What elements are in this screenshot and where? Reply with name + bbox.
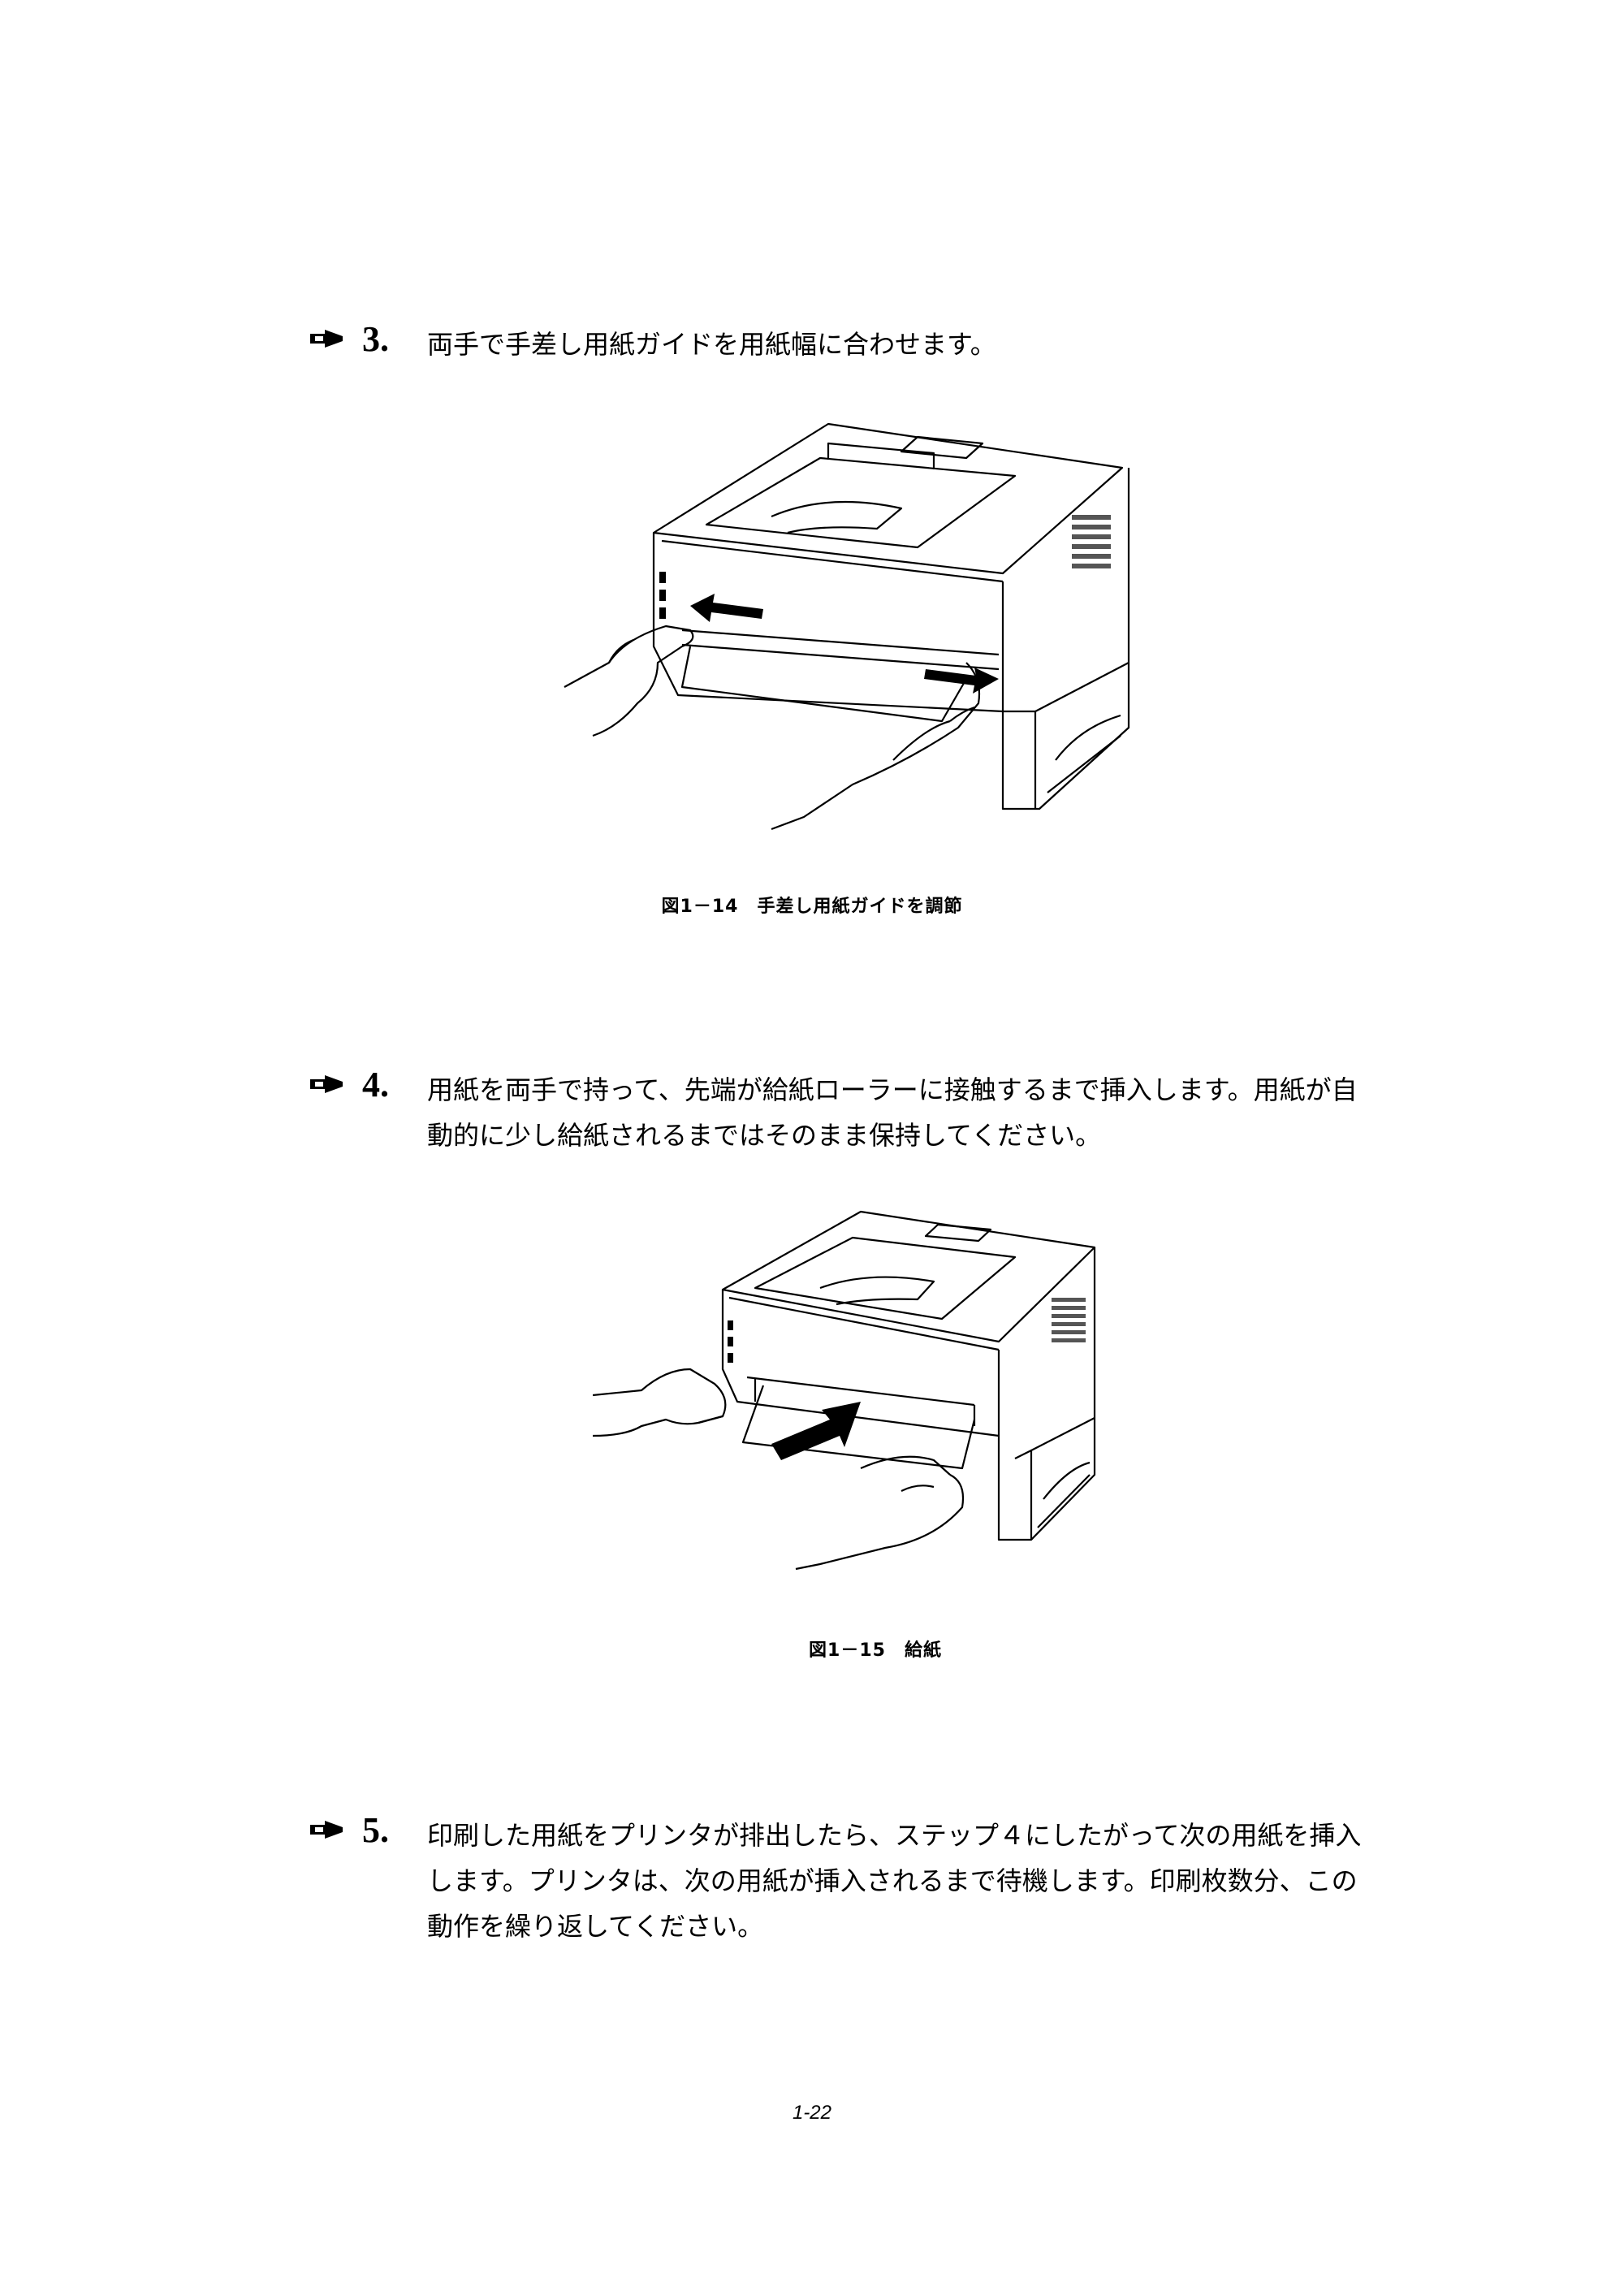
pointing-hand-icon: [310, 330, 343, 348]
step-number: 4.: [362, 1065, 389, 1104]
figure-paper-feed: [593, 1207, 1104, 1572]
step-text-line: 動作を繰り返してください。: [427, 1911, 764, 1942]
pointing-hand-icon: [310, 1821, 343, 1839]
step-text: 用紙を両手で持って、先端が給紙ローラーに接触するまで挿入します。用紙が自 動的に…: [427, 1067, 1385, 1158]
printer-illustration-guide: [564, 422, 1130, 831]
step-text-line: 印刷した用紙をプリンタが排出したら、ステップ４にしたがって次の用紙を挿入: [427, 1820, 1362, 1851]
step-text: 両手で手差し用紙ガイドを用紙幅に合わせます。: [427, 322, 1385, 367]
page-number: 1-22: [792, 2102, 832, 2124]
printer-illustration-feed: [593, 1210, 1096, 1571]
step-text-line: します。プリンタは、次の用紙が挿入されるまで待機します。印刷枚数分、この: [427, 1865, 1358, 1896]
step-text-line: 動的に少し給紙されるまではそのまま保持してください。: [427, 1120, 1102, 1151]
step-number: 3.: [362, 319, 389, 359]
step-text-line: 用紙を両手で持って、先端が給紙ローラーに接触するまで挿入します。用紙が自: [427, 1074, 1358, 1105]
pointing-hand-icon: [310, 1075, 343, 1093]
figure-caption: 図1－15 給紙: [809, 1640, 942, 1661]
figure-caption: 図1－14 手差し用紙ガイドを調節: [661, 897, 963, 917]
figure-manual-feed-guide: [560, 419, 1145, 833]
step-text: 印刷した用紙をプリンタが排出したら、ステップ４にしたがって次の用紙を挿入 します…: [427, 1813, 1385, 1949]
step-number: 5.: [362, 1810, 389, 1850]
step-text-line: 両手で手差し用紙ガイドを用紙幅に合わせます。: [427, 329, 996, 360]
